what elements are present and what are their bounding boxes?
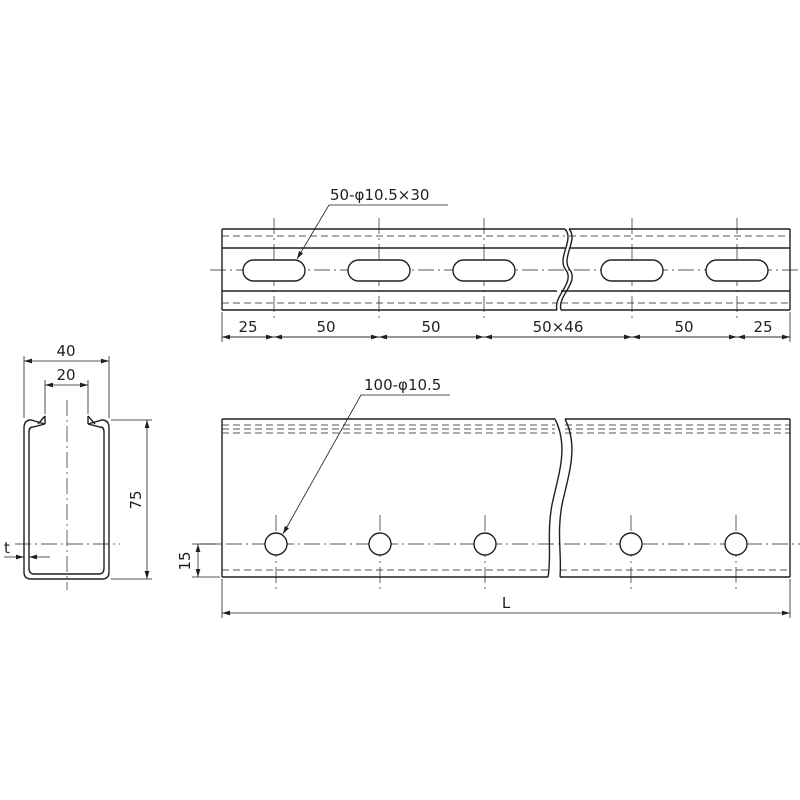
top-view: 50-φ10.5×30 25 50 50 50×46 50 25: [210, 186, 800, 342]
hole: [264, 532, 288, 556]
dim-50: 50: [421, 318, 440, 336]
hole: [368, 532, 392, 556]
front-view: 100-φ10.5 15 L: [176, 376, 800, 618]
dim-width-40: 40: [56, 342, 75, 360]
slot-callout: 50-φ10.5×30: [330, 186, 429, 204]
slot: [452, 259, 516, 282]
slot: [347, 259, 411, 282]
dim-50: 50: [674, 318, 693, 336]
section-view: 40 20 75 t: [4, 342, 152, 590]
dim-height-75: 75: [127, 490, 145, 509]
slot: [705, 259, 769, 282]
hole: [619, 532, 643, 556]
dim-50x46: 50×46: [533, 318, 584, 336]
dim-thickness-t: t: [4, 539, 10, 557]
dim-length-L: L: [502, 594, 511, 612]
hole: [724, 532, 748, 556]
dim-25-right: 25: [753, 318, 772, 336]
dim-25-left: 25: [238, 318, 257, 336]
hole: [473, 532, 497, 556]
hole-callout: 100-φ10.5: [364, 376, 441, 394]
slot: [242, 259, 306, 282]
dim-15: 15: [176, 551, 194, 570]
dim-width-20: 20: [56, 366, 75, 384]
dim-50: 50: [316, 318, 335, 336]
slot: [600, 259, 664, 282]
